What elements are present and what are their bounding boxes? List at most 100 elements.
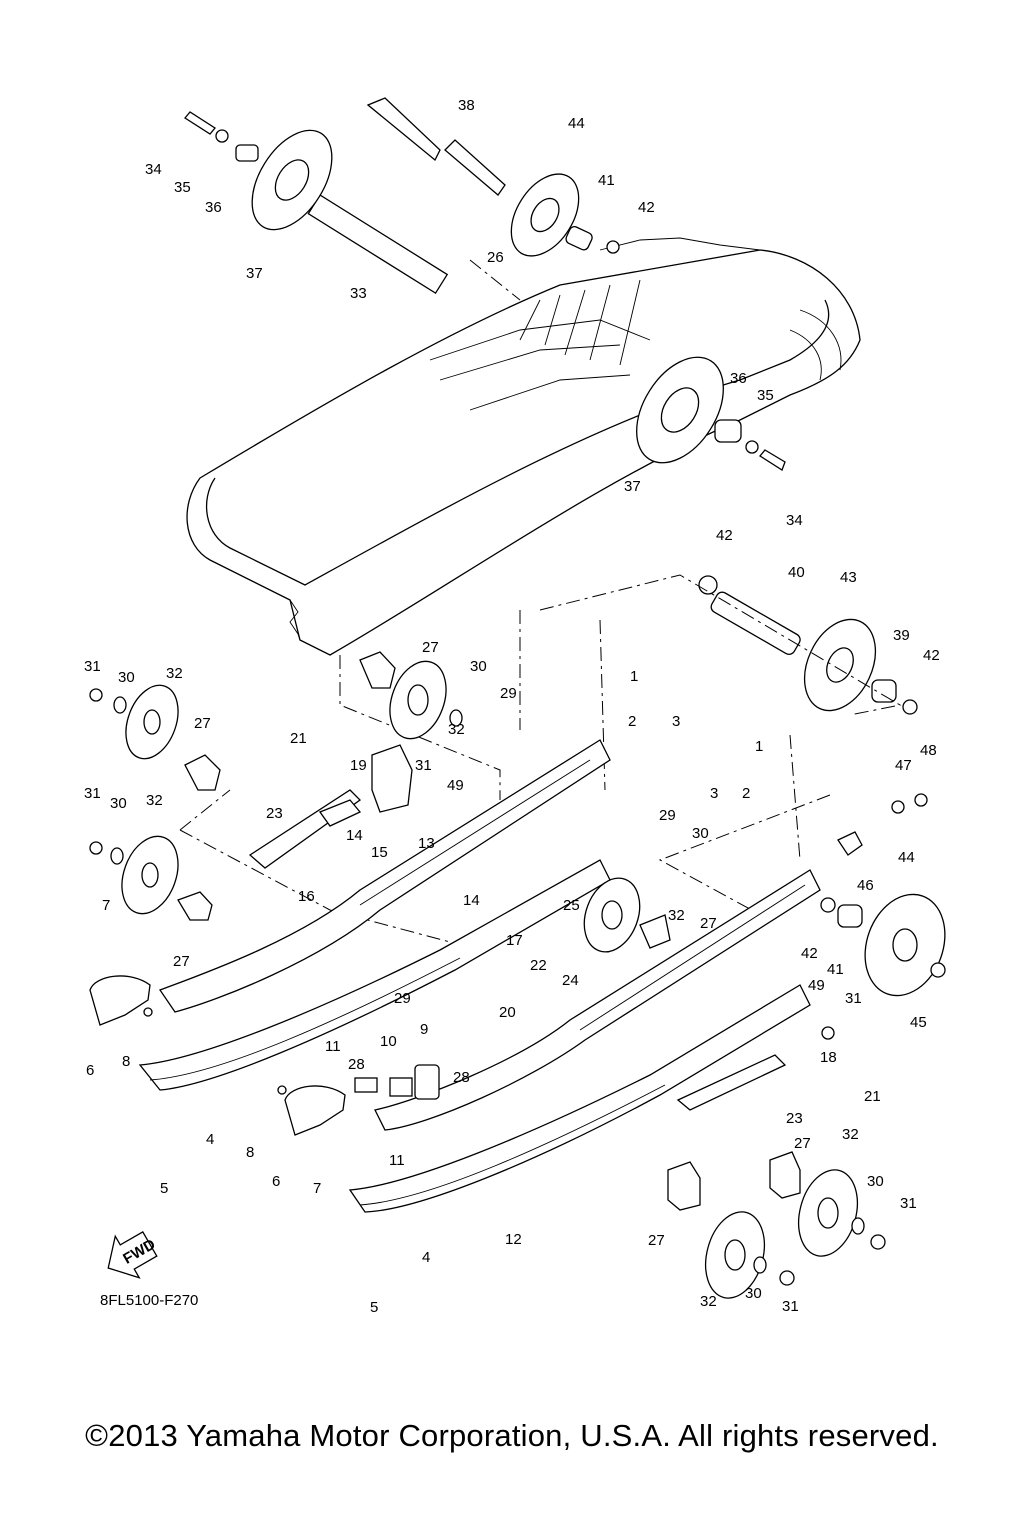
- callout-c29b: 29: [659, 807, 676, 824]
- callout-c42d: 42: [801, 945, 818, 962]
- callout-c22: 22: [530, 957, 547, 974]
- callout-c36b: 36: [730, 370, 747, 387]
- callout-c30e: 30: [867, 1173, 884, 1190]
- callout-c39: 39: [893, 627, 910, 644]
- callout-c8a: 8: [122, 1053, 130, 1070]
- fwd-arrow-icon: FWD: [107, 1230, 159, 1279]
- callout-c6b: 6: [272, 1173, 280, 1190]
- callout-c30c: 30: [110, 795, 127, 812]
- callout-c14b: 14: [463, 892, 480, 909]
- bottom-wheels: [89, 975, 886, 1299]
- track-belt: [186, 237, 861, 656]
- callout-c7a: 7: [102, 897, 110, 914]
- callout-c9: 9: [420, 1021, 428, 1038]
- callout-c20: 20: [499, 1004, 516, 1021]
- callout-c24: 24: [562, 972, 579, 989]
- callout-c31f: 31: [782, 1298, 799, 1315]
- callout-c28b: 28: [453, 1069, 470, 1086]
- callout-c42b: 42: [716, 527, 733, 544]
- callout-c21b: 21: [864, 1088, 881, 1105]
- callout-c41b: 41: [827, 961, 844, 978]
- callout-c1b: 1: [755, 738, 763, 755]
- callout-c3b: 3: [710, 785, 718, 802]
- callout-c41a: 41: [598, 172, 615, 189]
- callout-c27a: 27: [422, 639, 439, 656]
- callout-c25: 25: [563, 897, 580, 914]
- callout-c34a: 34: [145, 161, 162, 178]
- callout-c46: 46: [857, 877, 874, 894]
- callout-c35b: 35: [757, 387, 774, 404]
- callout-c31c: 31: [84, 785, 101, 802]
- center-parts: [248, 744, 946, 1111]
- callout-c36a: 36: [205, 199, 222, 216]
- callout-c27f: 27: [648, 1232, 665, 1249]
- callout-c35a: 35: [174, 179, 191, 196]
- callout-c32c: 32: [146, 792, 163, 809]
- callout-c27b: 27: [194, 715, 211, 732]
- callout-c31e: 31: [900, 1195, 917, 1212]
- callout-c37a: 37: [246, 265, 263, 282]
- callout-c5a: 5: [160, 1180, 168, 1197]
- callout-c49a: 49: [447, 777, 464, 794]
- callout-c23a: 23: [266, 805, 283, 822]
- callout-c10: 10: [380, 1033, 397, 1050]
- left-rail: [138, 739, 611, 1091]
- callout-c21a: 21: [290, 730, 307, 747]
- callout-c2a: 2: [628, 713, 636, 730]
- callout-c44a: 44: [568, 115, 585, 132]
- callout-c45: 45: [910, 1014, 927, 1031]
- callout-c8b: 8: [246, 1144, 254, 1161]
- callout-c30a: 30: [470, 658, 487, 675]
- copyright-notice: ©2013 Yamaha Motor Corporation, U.S.A. A…: [85, 1418, 939, 1453]
- callout-c32d: 32: [668, 907, 685, 924]
- callout-c19: 19: [350, 757, 367, 774]
- callout-c27c: 27: [700, 915, 717, 932]
- right-rail: [348, 869, 821, 1213]
- callout-c49b: 49: [808, 977, 825, 994]
- callout-c17: 17: [506, 932, 523, 949]
- callout-c5b: 5: [370, 1299, 378, 1316]
- callout-c27d: 27: [173, 953, 190, 970]
- callout-c37b: 37: [624, 478, 641, 495]
- callout-c30f: 30: [745, 1285, 762, 1302]
- callout-c18: 18: [820, 1049, 837, 1066]
- callout-c16: 16: [298, 888, 315, 905]
- callout-c42a: 42: [638, 199, 655, 216]
- callout-c30b: 30: [118, 669, 135, 686]
- callout-c26: 26: [487, 249, 504, 266]
- callout-c14a: 14: [346, 827, 363, 844]
- callout-c4b: 4: [422, 1249, 430, 1266]
- callout-c48: 48: [920, 742, 937, 759]
- left-wheels: [89, 651, 463, 921]
- callout-c38: 38: [458, 97, 475, 114]
- callout-c42c: 42: [923, 647, 940, 664]
- callout-c11a: 11: [325, 1038, 341, 1055]
- callout-c12: 12: [505, 1231, 522, 1248]
- callout-c4a: 4: [206, 1131, 214, 1148]
- callout-c34b: 34: [786, 512, 803, 529]
- callout-c13: 13: [418, 835, 435, 852]
- callout-c31d: 31: [845, 990, 862, 1007]
- exploded-parts-diagram: FWD 384441423435363733263635373442404339…: [84, 97, 946, 1316]
- callout-c29c: 29: [394, 990, 411, 1007]
- callout-c32f: 32: [700, 1293, 717, 1310]
- figure-code: 8FL5100-F270: [100, 1292, 199, 1309]
- callout-c11b: 11: [389, 1152, 405, 1169]
- callout-c43: 43: [840, 569, 857, 586]
- callout-c30d: 30: [692, 825, 709, 842]
- upper-axle-group: [184, 97, 786, 471]
- callout-c27e: 27: [794, 1135, 811, 1152]
- callout-c32a: 32: [448, 721, 465, 738]
- callout-c23b: 23: [786, 1110, 803, 1127]
- callout-c47: 47: [895, 757, 912, 774]
- callout-c15: 15: [371, 844, 388, 861]
- callout-c28a: 28: [348, 1056, 365, 1073]
- callout-c1a: 1: [630, 668, 638, 685]
- callout-c40: 40: [788, 564, 805, 581]
- callout-c31b: 31: [415, 757, 432, 774]
- callout-c31a: 31: [84, 658, 101, 675]
- rear-axle-group: [698, 575, 918, 715]
- callout-c32e: 32: [842, 1126, 859, 1143]
- callout-c7b: 7: [313, 1180, 321, 1197]
